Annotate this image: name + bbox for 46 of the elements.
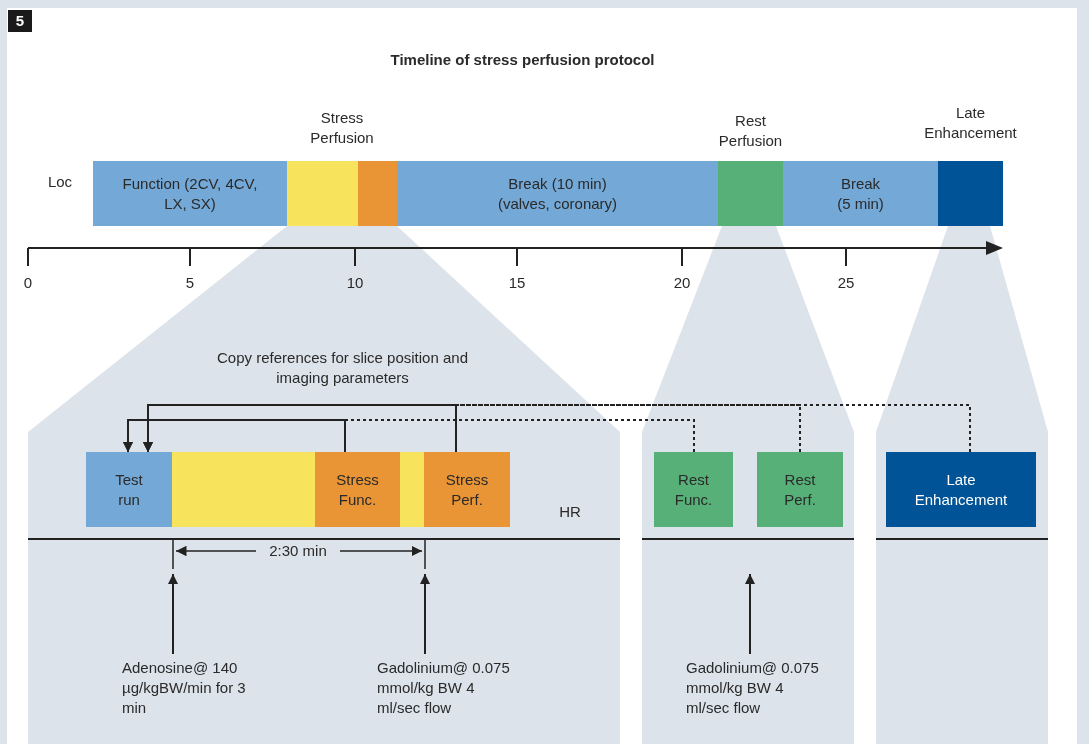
sequence-block bbox=[86, 452, 172, 527]
sequence-block bbox=[886, 452, 1036, 527]
block-label: Stress Func. bbox=[335, 469, 380, 510]
block-label: Test run bbox=[114, 469, 144, 510]
sequence-block bbox=[654, 452, 733, 527]
sequence-block bbox=[315, 452, 400, 527]
timeline-segment bbox=[783, 161, 938, 226]
timeline-segment bbox=[287, 161, 358, 226]
block-label: Stress Perf. bbox=[444, 469, 490, 510]
diagram-title: Timeline of stress perfusion protocol bbox=[389, 50, 656, 70]
sequence-block bbox=[172, 452, 315, 527]
phase-heading: Stress Perfusion bbox=[309, 108, 375, 148]
tick-label: 5 bbox=[184, 273, 196, 293]
figure-number: 5 bbox=[8, 10, 32, 32]
sequence-block bbox=[400, 452, 424, 527]
timeline-segment bbox=[397, 161, 718, 226]
tick-label: 10 bbox=[345, 273, 365, 293]
sequence-block bbox=[757, 452, 843, 527]
timeline-segment bbox=[93, 161, 287, 226]
timeline-segment bbox=[718, 161, 783, 226]
block-label: Break (5 min) bbox=[836, 173, 885, 214]
reference-arrow bbox=[143, 404, 971, 453]
block-label: Break (10 min) (valves, coronary) bbox=[496, 173, 619, 214]
dose-note: Gadolinium@ 0.075 mmol/kg BW 4 ml/sec flow bbox=[377, 658, 522, 718]
block-label: Rest Perf. bbox=[783, 469, 817, 510]
row-label: Loc bbox=[46, 172, 74, 192]
block-label: Late Enhancement bbox=[913, 469, 1009, 510]
timeline-segment bbox=[358, 161, 397, 226]
dose-note: Gadolinium@ 0.075 mmol/kg BW 4 ml/sec flow bbox=[686, 658, 831, 718]
arrow bbox=[420, 573, 430, 655]
timeline-segment bbox=[938, 161, 1003, 226]
tick-label: 20 bbox=[672, 273, 692, 293]
dose-note: Adenosine@ 140 µg/kgBW/min for 3 min bbox=[122, 658, 250, 718]
block-label: Function (2CV, 4CV, LX, SX) bbox=[121, 173, 259, 214]
block-label: Rest Func. bbox=[673, 469, 714, 510]
axis-label: HR bbox=[558, 502, 582, 522]
phase-heading: Late Enhancement bbox=[923, 103, 1018, 143]
note-text: Copy references for slice position and imaging parameters bbox=[216, 348, 469, 388]
tick-label: 15 bbox=[507, 273, 527, 293]
phase-heading: Rest Perfusion bbox=[717, 111, 784, 151]
reference-arrow bbox=[123, 419, 695, 453]
tick-label: 25 bbox=[836, 273, 856, 293]
arrow bbox=[745, 573, 755, 655]
sequence-block bbox=[424, 452, 510, 527]
arrow bbox=[168, 573, 178, 655]
tick-label: 0 bbox=[22, 273, 34, 293]
